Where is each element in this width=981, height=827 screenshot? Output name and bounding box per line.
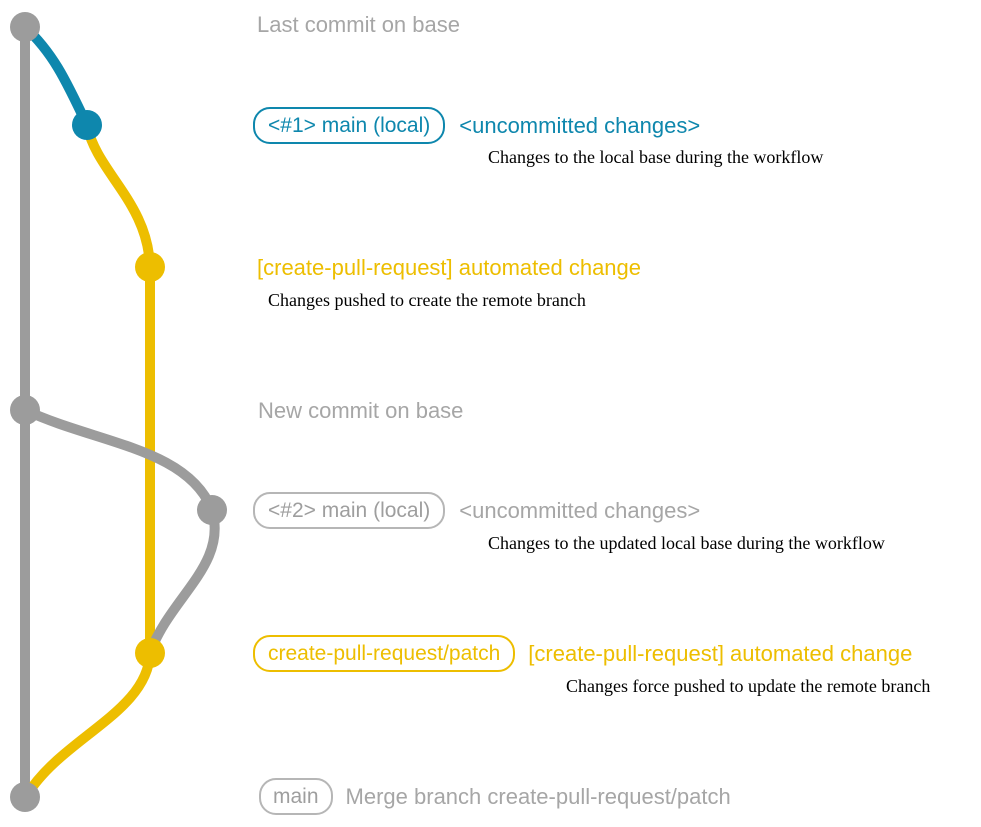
desc-local-commit-1: Changes to the local base during the wor…: [488, 147, 824, 167]
label-last-commit-on-base: Last commit on base: [257, 12, 460, 37]
branch-badge-main-local-1: <#1> main (local): [253, 107, 446, 144]
row-local-commit-2: <#2> main (local) <uncommitted changes>: [253, 492, 700, 529]
label-automated-change-2: [create-pull-request] automated change: [528, 640, 913, 666]
node-remote-commit-1: [135, 252, 165, 282]
node-local-commit-1: [72, 110, 102, 140]
node-merge-commit: [10, 782, 40, 812]
edge-create-remote-branch: [82, 120, 155, 272]
node-local-commit-2: [197, 495, 227, 525]
edge-local-2-to-remote: [145, 505, 220, 658]
node-remote-commit-2: [135, 638, 165, 668]
desc-automated-change-1: Changes pushed to create the remote bran…: [268, 290, 586, 310]
node-last-commit-on-base: [10, 12, 40, 42]
label-new-commit-on-base: New commit on base: [258, 398, 464, 423]
edge-local-commit-1: [20, 22, 92, 130]
edge-base-to-local-2: [20, 405, 217, 515]
row-local-commit-1: <#1> main (local) <uncommitted changes>: [253, 107, 700, 144]
branch-badge-create-pull-request-patch: create-pull-request/patch: [253, 635, 516, 672]
label-merge-branch: Merge branch create-pull-request/patch: [345, 783, 731, 809]
desc-local-commit-2: Changes to the updated local base during…: [488, 533, 885, 553]
label-automated-change-1: [create-pull-request] automated change: [257, 255, 642, 280]
row-merge-commit: main Merge branch create-pull-request/pa…: [259, 778, 731, 815]
branch-badge-main-local-2: <#2> main (local): [253, 492, 446, 529]
desc-automated-change-2: Changes force pushed to update the remot…: [566, 676, 931, 696]
row-remote-commit-2: create-pull-request/patch [create-pull-r…: [253, 635, 912, 672]
edge-merge-into-base: [22, 648, 155, 800]
status-uncommitted-changes-1: <uncommitted changes>: [459, 112, 701, 138]
node-new-commit-on-base: [10, 395, 40, 425]
branch-badge-main: main: [259, 778, 333, 815]
status-uncommitted-changes-2: <uncommitted changes>: [459, 497, 701, 523]
